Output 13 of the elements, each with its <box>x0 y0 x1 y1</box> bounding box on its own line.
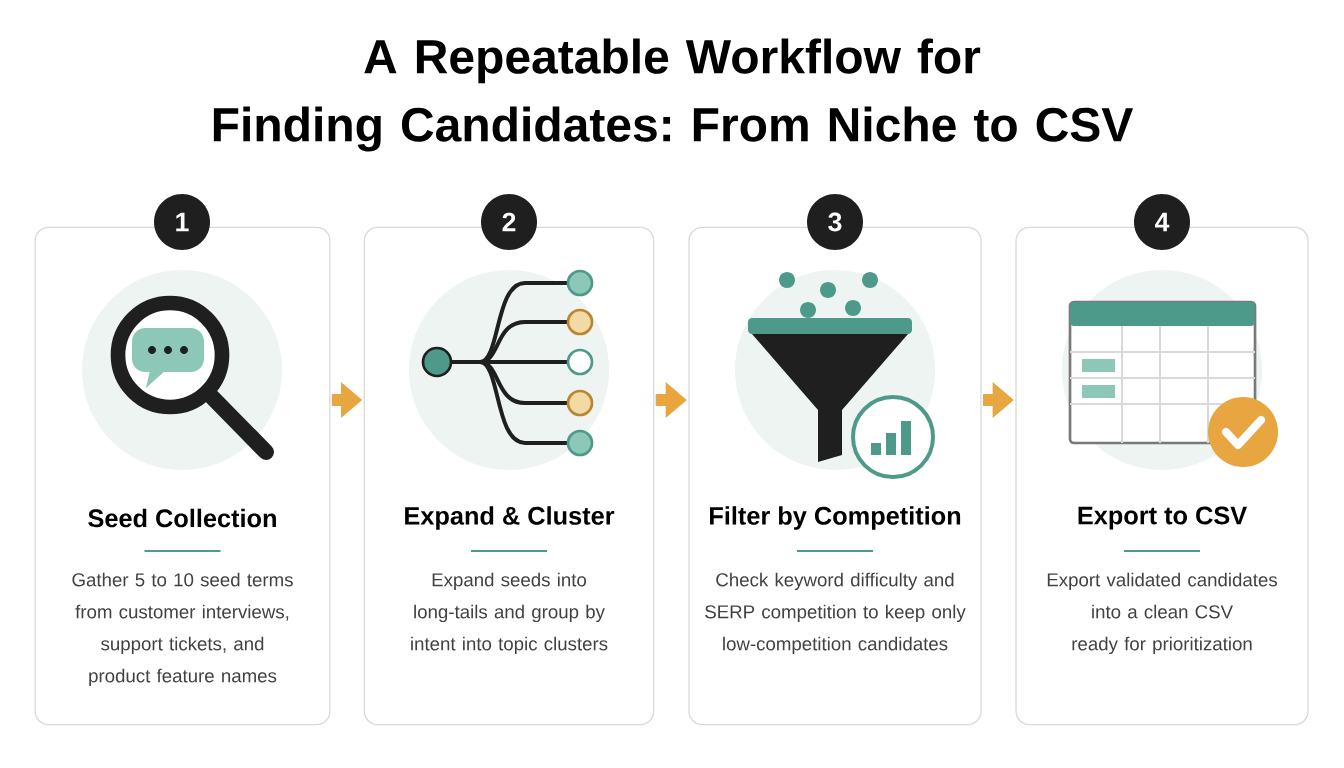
step-number-badge: 1 <box>154 194 210 250</box>
step-heading: Seed Collection <box>88 508 276 528</box>
step-number-badge: 3 <box>807 194 863 250</box>
title: A Repeatable Workflow for Finding Candidates: From Niche to CSV <box>213 38 1134 152</box>
step-number-badge: 2 <box>481 194 537 250</box>
step-number-badge: 4 <box>1134 194 1190 250</box>
step-description: Check keyword difficulty and SERP competition to keep only low-competition candidates <box>705 572 966 655</box>
step-description: Expand seeds into long-tails and group by intent into topic clusters <box>411 572 608 655</box>
step-description: Export validated candidates into a clean CSV ready for prioritization <box>1047 572 1277 655</box>
step-heading: Expand & Cluster <box>405 506 615 530</box>
step-heading: Filter by Competition <box>710 506 961 530</box>
step-description: Gather 5 to 10 seed terms from customer interviews, support tickets, and product feature names <box>72 572 293 687</box>
step-heading: Export to CSV <box>1078 506 1247 530</box>
